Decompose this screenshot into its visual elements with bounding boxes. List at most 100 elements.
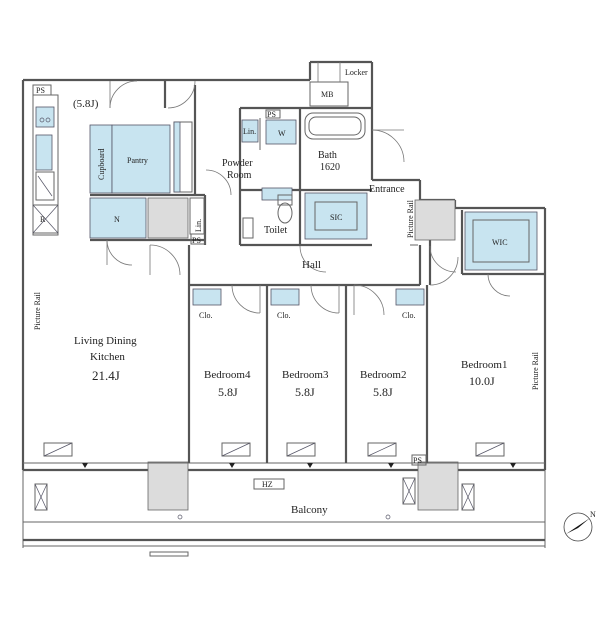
washer-label: W — [278, 129, 286, 138]
toilet-label: Toilet — [264, 225, 287, 236]
bedroom3-door — [310, 284, 340, 314]
compass-arrow-icon — [566, 518, 590, 534]
wic-block: WIC — [464, 211, 538, 271]
ps-label-powder: PS — [267, 110, 276, 119]
toilet-block: Toilet — [242, 194, 293, 239]
window-marker — [510, 463, 516, 468]
bedroom4-door — [231, 284, 261, 314]
kitchen-door — [109, 80, 138, 109]
washbasin — [261, 187, 293, 201]
balcony-drain — [149, 551, 189, 557]
mb-label: MB — [321, 90, 333, 99]
balcony-pillar-right — [417, 461, 459, 511]
hall-to-ldk-door — [149, 244, 181, 276]
window-marker — [388, 463, 394, 468]
dishwasher — [35, 134, 53, 171]
powder-room-label-2: Room — [227, 170, 252, 181]
locker-label: Locker — [345, 68, 368, 77]
refrigerator-label: R — [40, 215, 46, 224]
ldk-label-2: Kitchen — [90, 351, 125, 363]
sic-label: SIC — [330, 213, 342, 222]
ps-label-kitchen: PS — [36, 86, 45, 95]
walk-in-closet — [464, 211, 538, 271]
kitchen-size-label: (5.8J) — [73, 98, 99, 110]
clo-label-bedroom2: Clo. — [402, 311, 416, 320]
compass-north-label: N — [590, 510, 596, 519]
wic-label: WIC — [492, 238, 508, 247]
bath-label: Bath — [318, 150, 337, 161]
bath-size-label: 1620 — [320, 162, 340, 173]
balcony-pillar-left — [147, 461, 189, 511]
closet-bedroom3 — [270, 288, 300, 306]
window-marker — [307, 463, 313, 468]
locker-block: MB Locker — [309, 62, 368, 107]
n-room-pillar — [147, 197, 189, 239]
powder-room-label: Powder — [222, 158, 253, 169]
bedroom1-size-label: 10.0J — [469, 374, 495, 388]
window-line — [23, 442, 545, 468]
pantry-block: Cupboard Pantry — [89, 121, 193, 194]
clo-label-bedroom4: Clo. — [199, 311, 213, 320]
linen-closet — [241, 119, 259, 143]
bedroom4-size-label: 5.8J — [218, 385, 238, 399]
entrance-label: Entrance — [369, 184, 405, 195]
ps-shaft-powder — [265, 109, 281, 119]
sic-block: SIC — [304, 192, 368, 240]
balcony-drain-left — [177, 514, 183, 520]
balcony-label: Balcony — [291, 504, 328, 516]
ps-shaft-hall — [190, 233, 206, 245]
n-room-block: N Lin. PS — [89, 197, 206, 245]
lin-label: Lin. — [243, 127, 256, 136]
closet-bedroom4 — [192, 288, 222, 306]
kitchen-sink — [35, 106, 55, 128]
ps-shaft-kitchen — [32, 84, 52, 96]
ac-unit-bedroom2 — [367, 442, 397, 457]
hall-label: Hall — [302, 259, 321, 271]
bedroom3-size-label: 5.8J — [295, 385, 315, 399]
ac-unit-ldk — [43, 442, 73, 457]
ps-label-balcony: PS — [413, 456, 422, 465]
cupboard-label: Cupboard — [97, 148, 106, 180]
picture-rail-entrance: Picture Rail — [406, 199, 415, 238]
ldk-label: Living Dining — [74, 335, 137, 347]
bedroom1-door — [429, 256, 459, 286]
cooktop — [35, 171, 55, 201]
kitchen-utility-door — [167, 80, 196, 109]
picture-rail-ldk: Picture Rail — [33, 291, 42, 330]
n-room-door — [106, 239, 133, 266]
toilet-bowl — [277, 202, 293, 224]
compass-ring — [563, 512, 593, 542]
bedroom1-wic-door — [487, 273, 511, 297]
ldk-size-label: 21.4J — [92, 368, 120, 383]
hz-hatch — [253, 478, 285, 490]
ac-unit-bedroom3 — [286, 442, 316, 457]
bedroom3-label: Bedroom3 — [282, 369, 329, 381]
balcony-drain-right — [385, 514, 391, 520]
ps-shaft-balcony — [411, 454, 427, 466]
n-room — [89, 197, 147, 239]
entrance-pillar — [414, 199, 456, 241]
wic-door — [429, 245, 457, 273]
bedroom2-size-label: 5.8J — [373, 385, 393, 399]
n-room-label: N — [114, 215, 120, 224]
pantry-label: Pantry — [127, 156, 148, 165]
clo-label-bedroom3: Clo. — [277, 311, 291, 320]
washer — [265, 119, 297, 145]
pantry — [111, 124, 171, 194]
balcony-area: HZ Balcony — [22, 461, 546, 557]
toilet-tank — [277, 194, 293, 206]
lin-label-small: Lin. — [194, 219, 203, 232]
toilet-sink — [242, 217, 254, 239]
window-marker — [229, 463, 235, 468]
bedroom2-label: Bedroom2 — [360, 369, 406, 381]
kitchen-fixtures: R PS (5.8J) — [32, 84, 99, 236]
bedroom4-label: Bedroom4 — [204, 369, 251, 381]
ac-unit-bedroom4 — [221, 442, 251, 457]
entrance-door — [371, 129, 405, 163]
closet-bedroom2 — [395, 288, 425, 306]
bedroom1-label: Bedroom1 — [461, 359, 507, 371]
ps-label-hall: PS — [192, 236, 201, 245]
hz-label: HZ — [262, 480, 273, 489]
powder-room-door — [205, 169, 232, 196]
